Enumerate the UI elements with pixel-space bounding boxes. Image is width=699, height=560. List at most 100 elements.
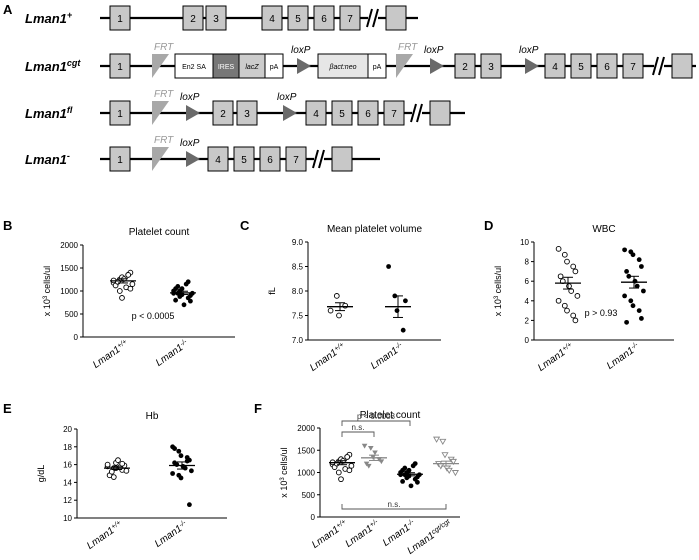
p-value-annotation: p < 0.0005 xyxy=(132,311,175,321)
x-category-label: Lman1+/- xyxy=(343,518,382,550)
frt-label: FRT xyxy=(154,42,174,53)
break-gap xyxy=(368,8,378,28)
data-point xyxy=(628,298,634,304)
exon-label: 1 xyxy=(117,14,123,25)
break-mark xyxy=(312,149,319,169)
chart-title: Platelet count xyxy=(360,410,421,421)
data-point xyxy=(572,317,579,324)
ires-box xyxy=(212,53,240,79)
data-point xyxy=(570,263,577,270)
exon-label: 1 xyxy=(117,109,123,120)
exon-label: 2 xyxy=(190,14,196,25)
chart-title: WBC xyxy=(592,224,615,235)
exon-3 xyxy=(205,5,227,31)
panel-label-b: B xyxy=(3,218,12,233)
bact-neo-box xyxy=(317,53,369,79)
data-point xyxy=(403,298,408,304)
data-point xyxy=(115,457,121,464)
lacz-box xyxy=(238,53,266,79)
data-point xyxy=(172,446,178,451)
exon-label: 7 xyxy=(630,62,636,73)
break-mark xyxy=(658,56,665,76)
data-point xyxy=(184,458,190,464)
data-point xyxy=(179,286,185,292)
data-point xyxy=(634,283,640,289)
exon-label: 4 xyxy=(215,155,221,166)
data-point xyxy=(125,272,132,278)
exon-label: 5 xyxy=(241,155,247,166)
exon-label: 1 xyxy=(117,62,123,73)
exon-label: 3 xyxy=(244,109,250,120)
data-point xyxy=(178,475,184,481)
break-mark xyxy=(416,103,423,123)
data-point xyxy=(632,278,638,284)
break-mark xyxy=(410,103,417,123)
exon-6 xyxy=(313,5,335,31)
data-point xyxy=(622,247,627,253)
allele-label-null: Lman1- xyxy=(25,151,70,167)
p-value-annotation: p > 0.93 xyxy=(585,308,618,318)
y-axis-label: fL xyxy=(267,287,277,295)
data-point xyxy=(626,273,632,279)
y-tick-label: 6 xyxy=(525,277,530,286)
exon-label: 5 xyxy=(295,14,301,25)
data-point xyxy=(394,308,400,313)
exon-5 xyxy=(331,100,353,126)
y-axis-label: g/dL xyxy=(36,465,46,483)
loxp-label: loxP xyxy=(291,45,311,56)
data-point xyxy=(348,462,355,469)
data-point xyxy=(189,468,194,474)
y-tick-label: 2000 xyxy=(297,424,315,433)
y-axis-label: x 103 cells/ul xyxy=(493,266,503,316)
y-tick-label: 10 xyxy=(520,238,529,247)
data-point xyxy=(344,454,351,460)
data-point xyxy=(327,307,334,314)
exon-label: 7 xyxy=(293,155,299,166)
data-point xyxy=(366,463,372,469)
loxp-triangle xyxy=(430,58,444,74)
significance-bracket xyxy=(341,431,375,437)
exon-6 xyxy=(357,100,379,126)
y-axis-label: x 103 cells/ul xyxy=(279,447,289,497)
exon-4 xyxy=(261,5,283,31)
lacz-box-label: lacZ xyxy=(245,64,259,71)
data-point xyxy=(400,479,405,484)
data-point xyxy=(624,319,629,325)
data-point xyxy=(386,264,391,269)
chart-title: Mean platelet volume xyxy=(327,224,422,235)
pa-box-2-label: pA xyxy=(373,64,382,71)
exon-label: 6 xyxy=(365,109,371,120)
exon-6 xyxy=(259,146,281,172)
data-point xyxy=(127,285,134,292)
exon-7 xyxy=(383,100,405,126)
exon-8 xyxy=(331,146,353,172)
data-point xyxy=(119,460,126,467)
data-point xyxy=(636,257,642,263)
y-tick-label: 18 xyxy=(63,443,72,452)
bracket-label: n.s. xyxy=(388,500,401,509)
exon-8 xyxy=(429,100,451,126)
bact-neo-box-label: βact:neo xyxy=(329,64,357,71)
exon-label: 5 xyxy=(578,62,584,73)
data-point xyxy=(170,471,176,476)
data-point xyxy=(557,273,564,280)
exon-label: 2 xyxy=(462,62,468,73)
y-tick-label: 1000 xyxy=(60,287,78,296)
data-point xyxy=(624,269,629,274)
exon-4 xyxy=(305,100,327,126)
panel-label-c: C xyxy=(240,218,250,233)
data-point xyxy=(441,452,449,459)
panel-label-a: A xyxy=(3,2,13,17)
exon-label: 4 xyxy=(269,14,275,25)
y-tick-label: 1500 xyxy=(297,446,315,455)
allele-label-cgt: Lman1cgt xyxy=(25,58,81,74)
exon-7 xyxy=(285,146,307,172)
loxp-label: loxP xyxy=(424,45,444,56)
exon-label: 5 xyxy=(339,109,345,120)
data-point xyxy=(178,453,184,459)
panel-label-d: D xyxy=(484,218,493,233)
break-gap xyxy=(654,56,664,76)
